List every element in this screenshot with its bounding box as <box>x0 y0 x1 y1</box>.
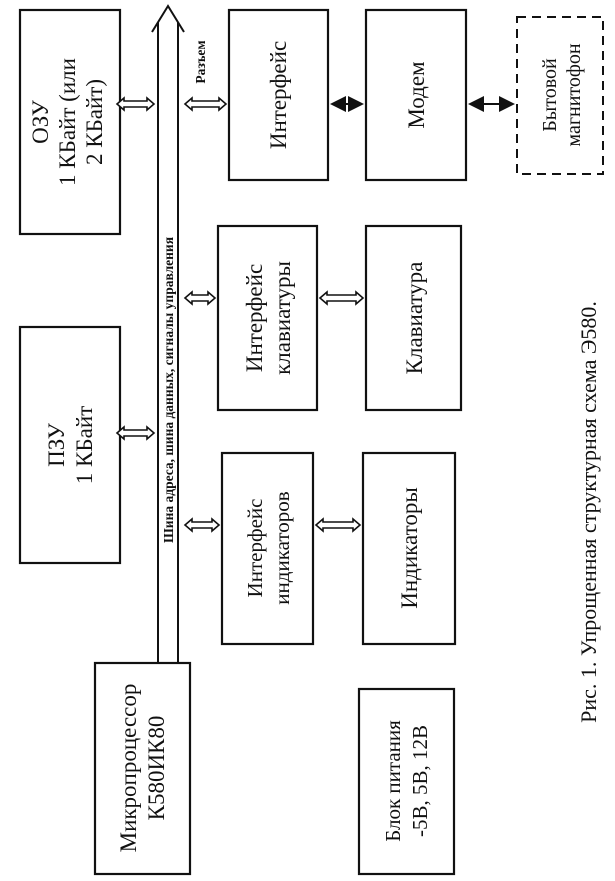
modem-label: Модем <box>404 61 429 129</box>
connector-label: Разъем <box>193 40 208 83</box>
svg-text:Модем: Модем <box>404 61 429 129</box>
svg-text:2 КБайт): 2 КБайт) <box>82 79 107 165</box>
svg-text:К580ИК80: К580ИК80 <box>144 716 169 821</box>
keyboard-link-arrow <box>318 290 365 306</box>
ram-block <box>18 8 122 236</box>
keyboard-block <box>364 224 463 412</box>
cpu-block <box>93 661 192 876</box>
keyboard-interface-block <box>216 224 319 412</box>
indicator-interface-bus-arrow <box>183 517 221 533</box>
svg-text:ПЗУ: ПЗУ <box>44 422 69 467</box>
svg-text:Бытовой: Бытовой <box>539 58 561 132</box>
keyboard-interface-label: Интерфейс клавиатуры <box>242 261 295 375</box>
svg-text:Шина адреса, шина данных, сигн: Шина адреса, шина данных, сигналы управл… <box>161 237 176 543</box>
svg-text:1 КБайт (или: 1 КБайт (или <box>55 58 80 186</box>
indicators-label: Индикаторы <box>397 487 422 609</box>
rom-bus-arrow <box>115 425 156 441</box>
svg-text:Интерфейс: Интерфейс <box>266 41 291 149</box>
modem-block <box>364 8 468 182</box>
interface-label: Интерфейс <box>266 41 291 149</box>
keyboard-label: Клавиатура <box>402 262 427 375</box>
svg-text:клавиатуры: клавиатуры <box>270 261 295 375</box>
ram-label: ОЗУ 1 КБайт (или 2 КБайт) <box>28 58 107 186</box>
svg-text:ОЗУ: ОЗУ <box>28 99 53 144</box>
indicator-interface-block <box>220 451 315 646</box>
svg-text:индикаторов: индикаторов <box>270 491 294 604</box>
power-block <box>357 687 456 876</box>
svg-text:Интерфейс: Интерфейс <box>242 264 267 372</box>
indicators-block <box>361 451 457 646</box>
interface-bus-arrow <box>183 96 228 112</box>
svg-text:магнитофон: магнитофон <box>563 43 585 146</box>
svg-text:-5В, 5В, 12В: -5В, 5В, 12В <box>408 725 432 837</box>
tape-recorder-block <box>516 16 604 175</box>
svg-text:Клавиатура: Клавиатура <box>402 262 427 375</box>
indicator-interface-label: Интерфейс индикаторов <box>243 491 294 604</box>
indicators-link-arrow <box>314 517 362 533</box>
keyboard-interface-bus-arrow <box>183 290 217 306</box>
ram-bus-arrow <box>115 96 156 112</box>
bus-label: Шина адреса, шина данных, сигналы управл… <box>161 237 176 543</box>
tape-recorder-label: Бытовой магнитофон <box>539 43 585 146</box>
interface-block <box>227 8 330 182</box>
svg-text:1 КБайт: 1 КБайт <box>72 406 97 484</box>
figure-caption: Рис. 1. Упрощенная структурная схема Э58… <box>576 301 601 723</box>
svg-text:Блок питания: Блок питания <box>381 720 405 842</box>
svg-text:Рис. 1. Упрощенная структурная: Рис. 1. Упрощенная структурная схема Э58… <box>576 301 601 723</box>
power-label: Блок питания -5В, 5В, 12В <box>381 720 432 842</box>
svg-text:Индикаторы: Индикаторы <box>397 487 422 609</box>
svg-text:Разъем: Разъем <box>193 40 208 83</box>
cpu-label: Микропроцессор К580ИК80 <box>116 684 169 853</box>
svg-text:Интерфейс: Интерфейс <box>243 499 267 598</box>
rom-label: ПЗУ 1 КБайт <box>44 406 97 484</box>
svg-text:Микропроцессор: Микропроцессор <box>116 684 141 853</box>
rom-block <box>18 325 122 565</box>
